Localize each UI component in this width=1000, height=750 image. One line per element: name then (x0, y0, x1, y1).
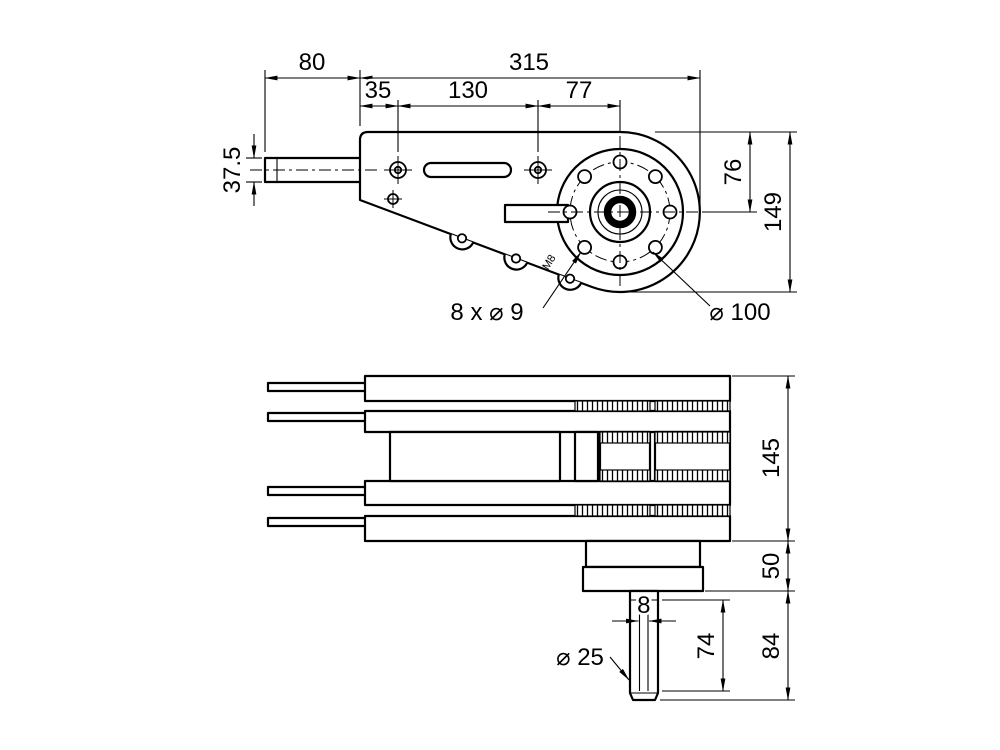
dim-84-label: 84 (758, 633, 785, 660)
sprocket-teeth (654, 431, 731, 444)
dim-8-label: 8 (637, 592, 650, 619)
dim-77-label: 77 (566, 77, 593, 104)
sprocket-teeth (599, 431, 651, 444)
bolt-circle-label: ⌀ 100 (709, 299, 770, 326)
housing (250, 130, 702, 294)
sprocket-teeth (654, 400, 731, 412)
sprocket-teeth (654, 469, 731, 482)
plate-2 (363, 409, 732, 434)
mounting-lugs (449, 233, 583, 291)
dim-37-5-label: 37.5 (219, 147, 246, 194)
plate-3 (363, 479, 732, 507)
shaft-diameter-label: ⌀ 25 (556, 644, 604, 671)
side-view-dimensions: 145 50 84 74 8 ⌀ 25 (554, 375, 795, 701)
hub-flange (581, 565, 705, 593)
sprocket-teeth (574, 504, 651, 517)
dim-74-label: 74 (693, 633, 720, 660)
slot (422, 161, 513, 179)
sprocket-teeth (574, 400, 651, 412)
sprocket-teeth (654, 504, 731, 517)
cover-plate (503, 203, 570, 224)
sprocket-hub (573, 430, 600, 483)
dim-130-label: 130 (448, 77, 488, 104)
bolt-holes-label: 8 x ⌀ 9 (450, 299, 523, 326)
plate-stack (363, 374, 732, 543)
spacer-block (388, 430, 562, 483)
corner-hole (384, 190, 402, 208)
dim-145-label: 145 (758, 438, 785, 478)
dim-35-label: 35 (365, 77, 392, 104)
sprockets (388, 400, 732, 517)
dim-50-label: 50 (758, 553, 785, 580)
cross-hole-2 (524, 156, 552, 184)
dim-80-label: 80 (299, 49, 326, 76)
output-hub (581, 539, 705, 702)
hub-block (584, 539, 702, 569)
top-view: 80 315 35 130 77 37.5 76 149 8 x ⌀ 9 ⌀ 1… (217, 47, 797, 329)
leader-bolt-circle (652, 251, 711, 307)
dim-149-label: 149 (760, 192, 787, 232)
leader-bolt-holes (542, 251, 582, 309)
cross-hole-1 (384, 156, 412, 184)
side-view: 145 50 84 74 8 ⌀ 25 (266, 374, 795, 702)
dim-76-label: 76 (720, 159, 747, 186)
leader-shaft-diameter (609, 656, 630, 681)
sprocket-teeth (599, 469, 651, 482)
dim-315-label: 315 (509, 49, 549, 76)
plate-4 (363, 514, 732, 543)
plate-1 (363, 374, 732, 403)
axle-shafts (266, 381, 367, 528)
top-view-dimensions: 80 315 35 130 77 37.5 76 149 8 x ⌀ 9 ⌀ 1… (217, 47, 797, 329)
